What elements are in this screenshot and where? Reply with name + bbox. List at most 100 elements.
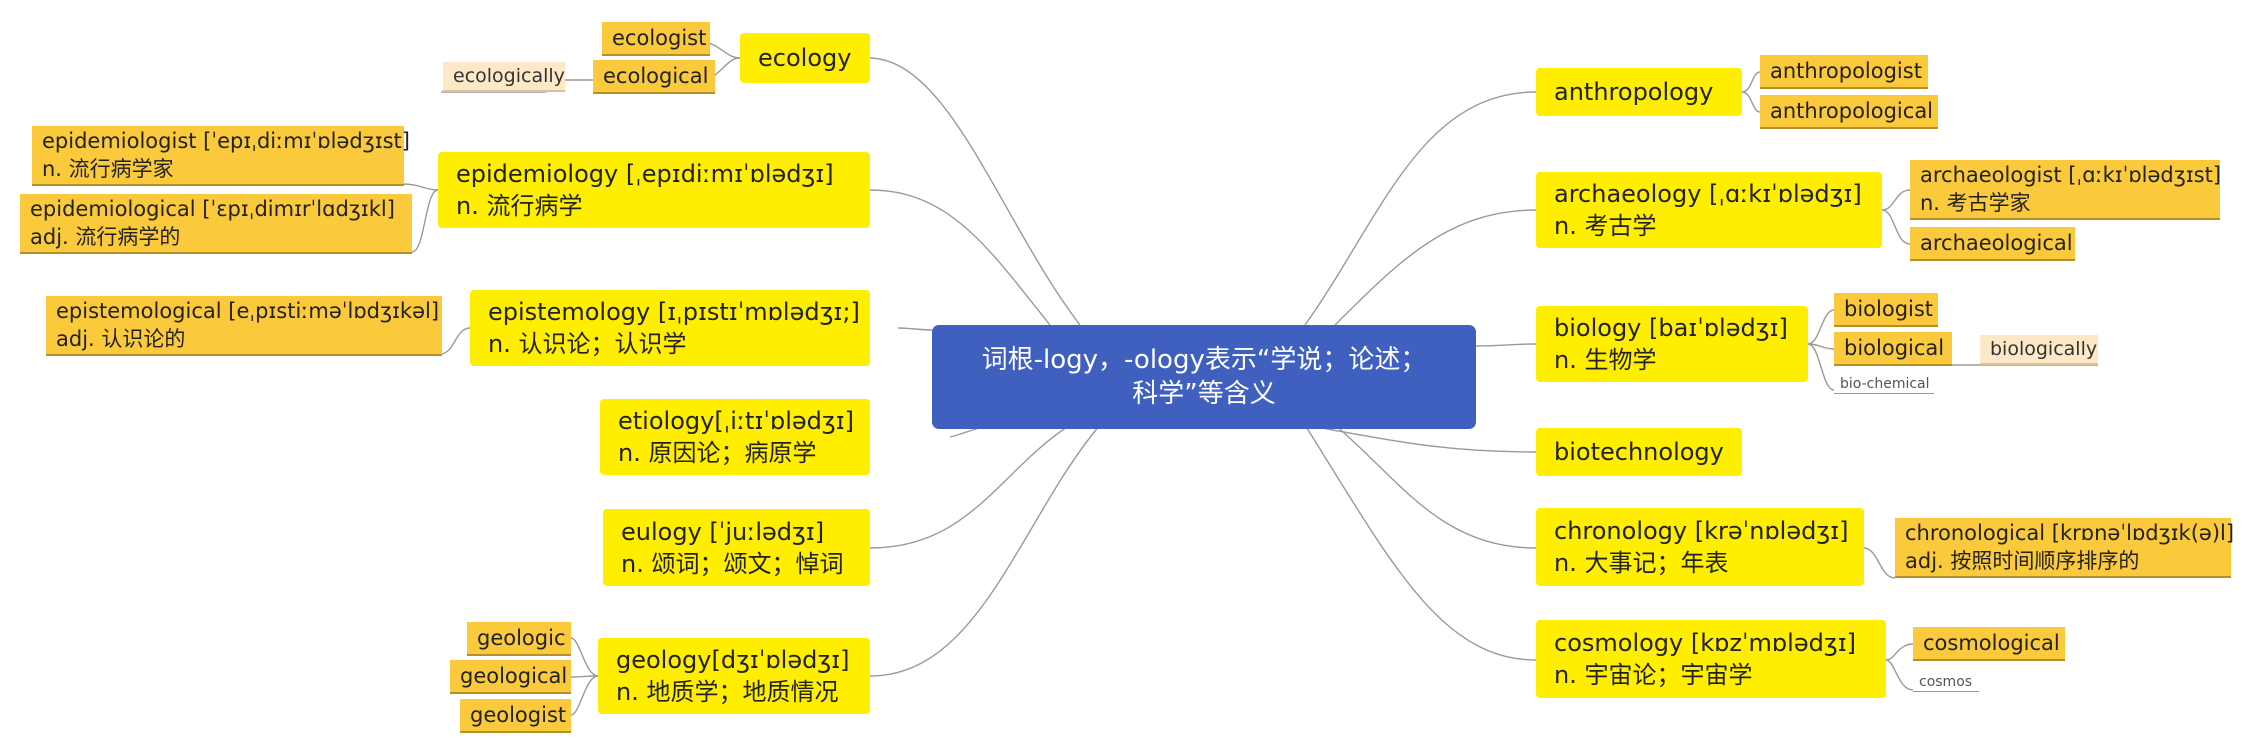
topic-geology[interactable]: geology[dʒɪˈɒlədʒɪ] n. 地质学；地质情况	[598, 638, 870, 714]
topic-geology-title: geology[dʒɪˈɒlədʒɪ]	[616, 646, 850, 674]
topic-anthropology-title: anthropology	[1554, 78, 1714, 106]
leaf-biologically-label: biologically	[1990, 338, 2098, 360]
connector	[1334, 424, 1537, 549]
topic-ecology[interactable]: ecology	[740, 33, 870, 83]
subtopic-anthropological[interactable]: anthropological	[1760, 95, 1938, 129]
connector	[897, 327, 933, 331]
subtopic-geological[interactable]: geological	[450, 660, 571, 694]
subtopic-chronological[interactable]: chronological [krɒnəˈlɒdʒɪk(ə)l] adj. 按照…	[1895, 518, 2235, 578]
subtopic-epidemiologist[interactable]: epidemiologist [ˈepɪˌdiːmɪˈɒlədʒɪst] n. …	[32, 126, 410, 186]
connector	[401, 183, 439, 191]
subtopic-geologic[interactable]: geologic	[467, 622, 571, 656]
topic-archaeology-title: archaeology [ˌɑːkɪˈɒlədʒɪ]	[1554, 180, 1862, 208]
leaf-bio-chemical[interactable]: bio-chemical	[1834, 374, 1934, 394]
topic-etiology-meaning: n. 原因论；病原学	[618, 439, 817, 467]
subtopic-geological-label: geological	[460, 664, 568, 688]
connector	[1807, 343, 1835, 391]
topic-etiology[interactable]: etiology[ˌiːtɪˈɒlədʒɪ] n. 原因论；病原学	[600, 399, 870, 475]
leaf-cosmos-label: cosmos	[1919, 673, 1973, 690]
subtopic-cosmological[interactable]: cosmological	[1913, 627, 2065, 661]
subtopic-chronological-title: chronological [krɒnəˈlɒdʒɪk(ə)l]	[1905, 521, 2235, 545]
connector	[1741, 71, 1761, 93]
connector	[1741, 91, 1761, 113]
topic-epistemology[interactable]: epistemology [ɪˌpɪstɪˈmɒlədʒɪ;] n. 认识论；认…	[470, 290, 870, 366]
subtopic-archaeologist[interactable]: archaeologist [ˌɑːkɪˈɒlədʒɪst] n. 考古学家	[1910, 160, 2222, 220]
leaf-bio-chemical-label: bio-chemical	[1840, 375, 1930, 392]
topic-anthropology[interactable]: anthropology	[1536, 68, 1742, 116]
connector	[869, 57, 1081, 326]
topic-cosmology[interactable]: cosmology [kɒzˈmɒlədʒɪ] n. 宇宙论；宇宙学	[1536, 620, 1886, 698]
connector	[570, 675, 599, 716]
topic-cosmology-title: cosmology [kɒzˈmɒlədʒɪ]	[1554, 629, 1856, 657]
topic-epidemiology[interactable]: epidemiology [ˌepɪdiːmɪˈɒlədʒɪ] n. 流行病学	[438, 152, 870, 228]
topic-cosmology-meaning: n. 宇宙论；宇宙学	[1554, 661, 1753, 689]
leaf-ecologically-label: ecologically	[453, 65, 565, 87]
connector	[1885, 659, 1914, 691]
topic-chronology-meaning: n. 大事记；年表	[1554, 549, 1729, 577]
topic-epistemology-title: epistemology [ɪˌpɪstɪˈmɒlədʒɪ;]	[488, 298, 860, 326]
topic-chronology-title: chronology [krəˈnɒlədʒɪ]	[1554, 517, 1849, 545]
subtopic-anthropologist-label: anthropologist	[1770, 59, 1922, 83]
topic-etiology-title: etiology[ˌiːtɪˈɒlədʒɪ]	[618, 407, 855, 435]
topic-eulogy-title: eulogy [ˈjuːlədʒɪ]	[621, 517, 825, 546]
subtopic-cosmological-label: cosmological	[1923, 631, 2060, 655]
topic-biology[interactable]: biology [baɪˈɒlədʒɪ] n. 生物学	[1536, 306, 1808, 382]
subtopic-epistemological-title: epistemological [eˌpɪstiːməˈlɒdʒɪkəl]	[56, 299, 440, 323]
connector	[439, 327, 471, 355]
subtopic-geologist-label: geologist	[470, 703, 567, 727]
connector	[869, 424, 1071, 549]
topic-biotechnology[interactable]: biotechnology	[1536, 428, 1742, 476]
connector	[1881, 209, 1911, 245]
subtopic-geologist[interactable]: geologist	[460, 699, 571, 733]
topic-eulogy[interactable]: eulogy [ˈjuːlədʒɪ] n. 颂词；颂文；悼词	[603, 509, 870, 586]
subtopic-biological[interactable]: biological	[1834, 332, 1952, 366]
subtopic-anthropological-label: anthropological	[1770, 99, 1934, 123]
connector	[1475, 343, 1537, 347]
connector	[1304, 91, 1537, 326]
connector	[1807, 309, 1835, 345]
connector	[1881, 189, 1911, 211]
subtopic-epistemological-meaning: adj. 认识论的	[56, 327, 186, 351]
subtopic-epistemological[interactable]: epistemological [eˌpɪstiːməˈlɒdʒɪkəl] ad…	[46, 296, 442, 356]
topic-archaeology-meaning: n. 考古学	[1554, 212, 1657, 240]
connector	[869, 189, 1051, 326]
topic-epidemiology-meaning: n. 流行病学	[456, 192, 583, 220]
subtopic-ecologist-label: ecologist	[612, 26, 707, 50]
subtopic-epidemiological-title: epidemiological [ˈɛpɪˌdimɪrˈlɑdʒɪkl]	[30, 197, 395, 221]
subtopic-chronological-meaning: adj. 按照时间顺序排序的	[1905, 549, 2140, 573]
subtopic-archaeologist-meaning: n. 考古学家	[1920, 191, 2031, 215]
subtopic-anthropologist[interactable]: anthropologist	[1760, 55, 1928, 89]
subtopic-archaeological[interactable]: archaeological	[1910, 227, 2075, 261]
topic-geology-meaning: n. 地质学；地质情况	[616, 678, 839, 706]
subtopic-epidemiological[interactable]: epidemiological [ˈɛpɪˌdimɪrˈlɑdʒɪkl] adj…	[20, 194, 412, 254]
subtopic-ecological-label: ecological	[603, 64, 709, 88]
subtopic-ecological[interactable]: ecological	[593, 60, 715, 94]
subtopic-archaeologist-title: archaeologist [ˌɑːkɪˈɒlədʒɪst]	[1920, 163, 2222, 187]
subtopic-epidemiologist-meaning: n. 流行病学家	[42, 157, 174, 181]
leaf-biologically[interactable]: biologically	[1980, 335, 2098, 365]
central-topic[interactable]: 词根-logy，-ology表示“学说；论述； 科学”等含义	[932, 325, 1476, 429]
leaf-ecologically[interactable]: ecologically	[443, 62, 565, 92]
topic-biotechnology-title: biotechnology	[1554, 438, 1724, 466]
topic-eulogy-meaning: n. 颂词；颂文；悼词	[621, 549, 844, 578]
topic-biology-title: biology [baɪˈɒlədʒɪ]	[1554, 314, 1788, 342]
topic-ecology-title: ecology	[758, 44, 852, 72]
topic-archaeology[interactable]: archaeology [ˌɑːkɪˈɒlədʒɪ] n. 考古学	[1536, 172, 1882, 248]
central-topic-line2: 科学”等含义	[1132, 379, 1276, 409]
connector	[1304, 424, 1537, 453]
connector	[1863, 547, 1896, 579]
leaf-cosmos[interactable]: cosmos	[1913, 672, 1979, 692]
subtopic-epidemiological-meaning: adj. 流行病学的	[30, 225, 181, 249]
subtopic-archaeological-label: archaeological	[1920, 231, 2073, 255]
subtopic-geologic-label: geologic	[477, 626, 566, 650]
subtopic-biologist-label: biologist	[1844, 297, 1934, 321]
connector	[570, 637, 599, 677]
subtopic-ecologist[interactable]: ecologist	[602, 22, 710, 56]
subtopic-biological-label: biological	[1844, 336, 1945, 360]
topic-biology-meaning: n. 生物学	[1554, 346, 1657, 374]
topic-chronology[interactable]: chronology [krəˈnɒlədʒɪ] n. 大事记；年表	[1536, 508, 1864, 586]
subtopic-biologist[interactable]: biologist	[1834, 293, 1938, 327]
connector	[1304, 424, 1537, 661]
connector	[869, 424, 1101, 677]
